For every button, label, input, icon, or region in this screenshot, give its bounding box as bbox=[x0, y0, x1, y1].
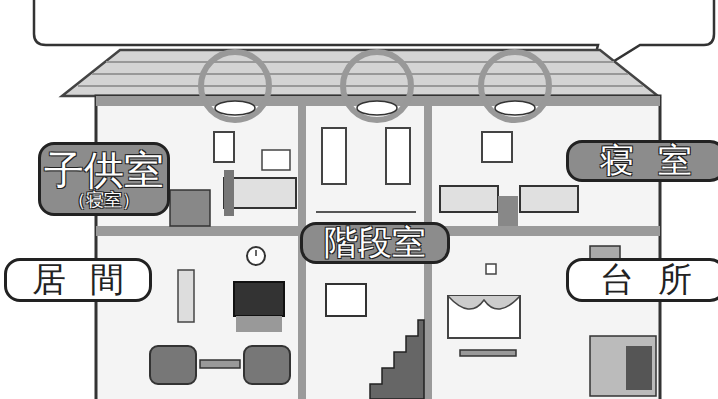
room-name: 居間 bbox=[32, 262, 148, 298]
picture-frame bbox=[326, 284, 366, 316]
room-name: 階段室 bbox=[324, 225, 426, 261]
bed bbox=[440, 186, 498, 212]
door bbox=[322, 128, 346, 184]
handrail bbox=[316, 211, 416, 213]
room-name: 寝室 bbox=[600, 143, 716, 179]
armchair bbox=[150, 346, 196, 384]
curtain bbox=[448, 296, 520, 309]
bed-head bbox=[224, 170, 234, 216]
room-name: 子供室 bbox=[44, 149, 164, 191]
staircase bbox=[370, 320, 424, 399]
kitchen-counter bbox=[590, 336, 656, 396]
highlight-ring bbox=[343, 52, 411, 120]
room-name: 台所 bbox=[600, 262, 716, 298]
clock-hand bbox=[255, 250, 257, 256]
lamp bbox=[178, 270, 194, 322]
smoke-detector bbox=[343, 52, 411, 120]
switch bbox=[486, 264, 496, 274]
stove bbox=[626, 346, 652, 390]
table bbox=[460, 350, 516, 356]
window bbox=[482, 132, 512, 162]
detector bbox=[357, 101, 397, 115]
room-label: 子供室（寝室） bbox=[38, 142, 170, 216]
window bbox=[214, 132, 234, 162]
highlight-ring bbox=[201, 52, 269, 120]
smoke-detector bbox=[201, 52, 269, 120]
television bbox=[234, 282, 284, 316]
roof-line bbox=[78, 85, 643, 87]
nightstand bbox=[498, 196, 518, 226]
room-note: （寝室） bbox=[68, 191, 140, 210]
highlight-ring bbox=[481, 52, 549, 120]
room-label: 居間 bbox=[4, 258, 152, 302]
room-label: 寝室 bbox=[566, 140, 718, 182]
room-label: 台所 bbox=[566, 258, 718, 302]
room-label: 階段室 bbox=[300, 222, 450, 264]
table bbox=[200, 360, 240, 368]
window bbox=[448, 296, 520, 338]
clock bbox=[247, 247, 265, 265]
armchair bbox=[244, 346, 290, 384]
desk bbox=[170, 190, 210, 226]
tv-stand bbox=[236, 316, 282, 332]
smoke-detector bbox=[481, 52, 549, 120]
detector bbox=[495, 101, 535, 115]
bed bbox=[224, 178, 296, 208]
poster bbox=[262, 150, 290, 170]
door bbox=[386, 128, 410, 184]
bed bbox=[520, 186, 578, 212]
detector bbox=[215, 101, 255, 115]
